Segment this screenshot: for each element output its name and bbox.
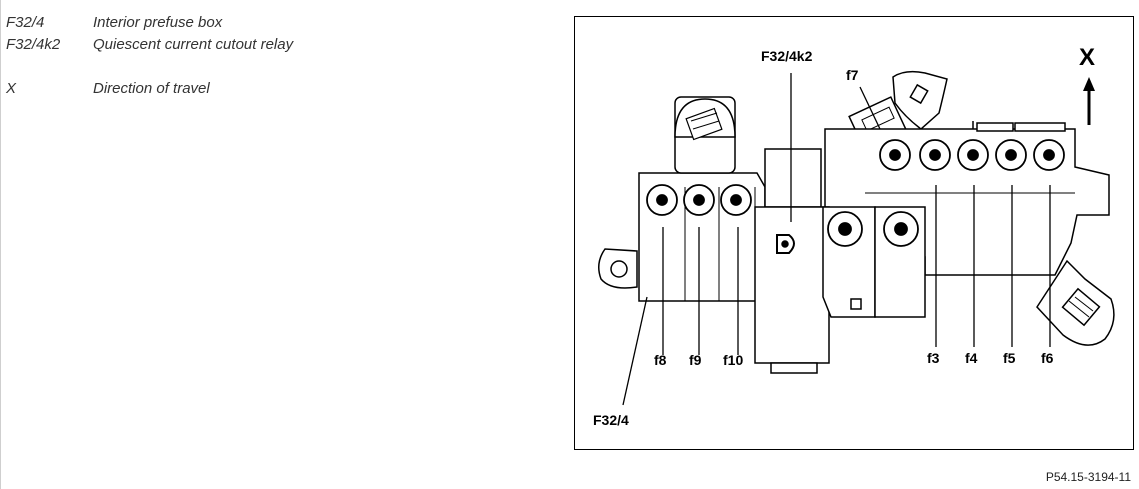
label-f5: f5 bbox=[1003, 350, 1016, 366]
leader-lines bbox=[622, 73, 1051, 406]
legend-code: X bbox=[6, 80, 17, 97]
legend-description: Direction of travel bbox=[93, 80, 210, 97]
label-f32-4: F32/4 bbox=[593, 412, 629, 428]
label-f3: f3 bbox=[927, 350, 940, 366]
label-f10: f10 bbox=[723, 352, 743, 368]
label-f7: f7 bbox=[846, 67, 859, 83]
label-direction-x: X bbox=[1079, 44, 1095, 71]
figure-id: P54.15-3194-11 bbox=[1045, 470, 1131, 484]
fuse-box-drawing: F32/4k2 f7 X f8 f9 f10 f3 f4 f5 f6 F32/4 bbox=[593, 44, 1115, 428]
label-f9: f9 bbox=[689, 352, 702, 368]
label-f32-4k2: F32/4k2 bbox=[761, 48, 813, 64]
right-mount-tab bbox=[1036, 259, 1115, 346]
relay-f32-4k2 bbox=[754, 148, 830, 374]
direction-arrow bbox=[1083, 77, 1095, 125]
legend-code: F32/4 bbox=[6, 14, 45, 31]
fuse-box-diagram: F32/4k2 f7 X f8 f9 f10 f3 f4 f5 f6 F32/4 bbox=[574, 16, 1134, 450]
label-f6: f6 bbox=[1041, 350, 1054, 366]
legend-description: Interior prefuse box bbox=[93, 14, 223, 31]
left-mount-tab bbox=[598, 248, 638, 289]
legend-code: F32/4k2 bbox=[6, 36, 61, 53]
fuse-circles bbox=[646, 139, 1065, 247]
page-left-rule bbox=[0, 0, 1, 489]
legend-description: Quiescent current cutout relay bbox=[93, 36, 294, 53]
label-f8: f8 bbox=[654, 352, 667, 368]
label-f4: f4 bbox=[965, 350, 978, 366]
